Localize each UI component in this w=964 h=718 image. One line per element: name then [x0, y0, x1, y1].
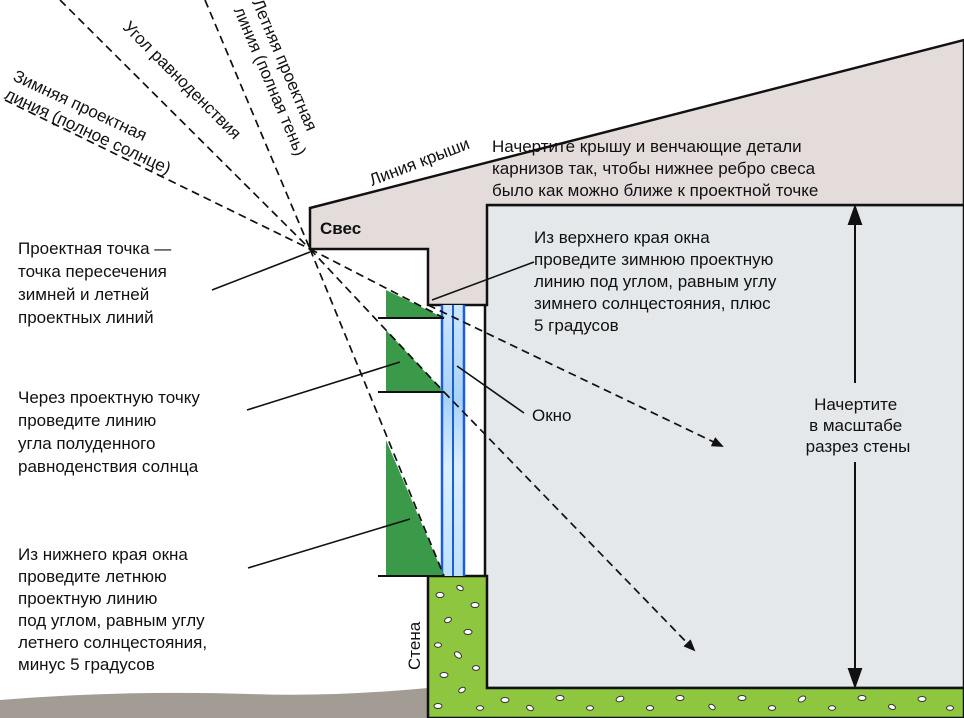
- wall-scale-note: Начертите в масштабе разрез стены: [806, 395, 911, 456]
- shading-triangles: [386, 290, 444, 576]
- summer-line-label: Летняя проектная линия (полная тень): [230, 0, 328, 159]
- design-point-label: Проектная точка — точка пересечения зимн…: [18, 239, 176, 327]
- winter-line-label: Зимняя проектная линия (полное солнце): [2, 66, 182, 178]
- winter-projection-arrow: [427, 304, 724, 447]
- design-lines: [4, 0, 724, 652]
- roof: [308, 38, 964, 307]
- equinox-projection-arrow: [443, 391, 696, 652]
- window-label: Окно: [532, 406, 572, 425]
- summer-instruction: Из нижнего края окна проведите летнюю пр…: [18, 545, 212, 674]
- leader-lines: [211, 251, 535, 569]
- equinox-angle-line: [59, 0, 311, 250]
- roof-note: Начертите крышу и венчающие детали карни…: [492, 137, 820, 200]
- winter-design-line: [4, 99, 311, 250]
- wall-height-dimension: [847, 203, 863, 690]
- shading-bars: [378, 317, 444, 577]
- overhang-label: Свес: [320, 219, 361, 238]
- summer-design-line: [204, 0, 311, 250]
- foundation: [426, 574, 964, 718]
- equinox-instruction: Через проектную точку проведите линию уг…: [18, 388, 205, 476]
- window: [440, 305, 466, 576]
- wall-label: Стена: [405, 621, 424, 670]
- winter-instruction: Из верхнего края окна проведите зимнюю п…: [534, 228, 781, 335]
